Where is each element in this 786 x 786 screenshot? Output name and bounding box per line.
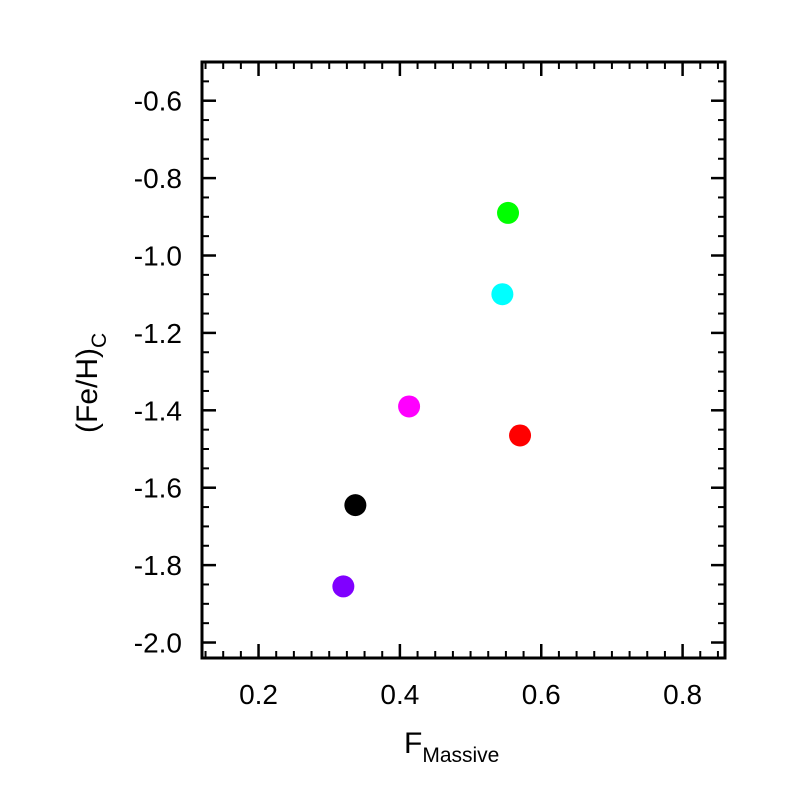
y-tick-label: -1.4 <box>134 395 182 426</box>
x-axis-title-subscript: Massive <box>422 744 499 767</box>
y-tick-label: -1.8 <box>134 550 182 581</box>
x-tick-label: 0.8 <box>663 679 702 710</box>
y-tick-label: -2.0 <box>134 628 182 659</box>
tick-labels: 0.2 0.4 0.6 0.8 -0.6 -0.8 -1.0 -1.2 -1.4 -1.6 -1.8… <box>134 86 702 710</box>
data-point <box>398 395 421 418</box>
plot-frame <box>200 60 727 660</box>
y-tick-label: -1.2 <box>134 318 182 349</box>
major-ticks <box>202 62 725 658</box>
data-point <box>332 575 355 598</box>
y-axis-title: (Fe/H)C <box>71 333 111 433</box>
y-axis-title-main: (Fe/H) <box>71 348 104 433</box>
y-tick-label: -1.0 <box>134 241 182 272</box>
data-point <box>491 283 514 306</box>
y-axis-title-subscript: C <box>88 333 111 348</box>
data-point <box>497 201 520 224</box>
y-tick-label: -0.6 <box>134 86 182 117</box>
data-points <box>332 201 532 598</box>
data-point <box>344 494 367 517</box>
x-axis-title-main: F <box>404 727 422 760</box>
y-tick-label: -0.8 <box>134 163 182 194</box>
data-point <box>509 424 532 447</box>
x-tick-label: 0.6 <box>522 679 561 710</box>
x-tick-label: 0.4 <box>380 679 419 710</box>
x-tick-label: 0.2 <box>239 679 278 710</box>
x-axis-title: FMassive <box>404 727 499 767</box>
y-tick-label: -1.6 <box>134 473 182 504</box>
